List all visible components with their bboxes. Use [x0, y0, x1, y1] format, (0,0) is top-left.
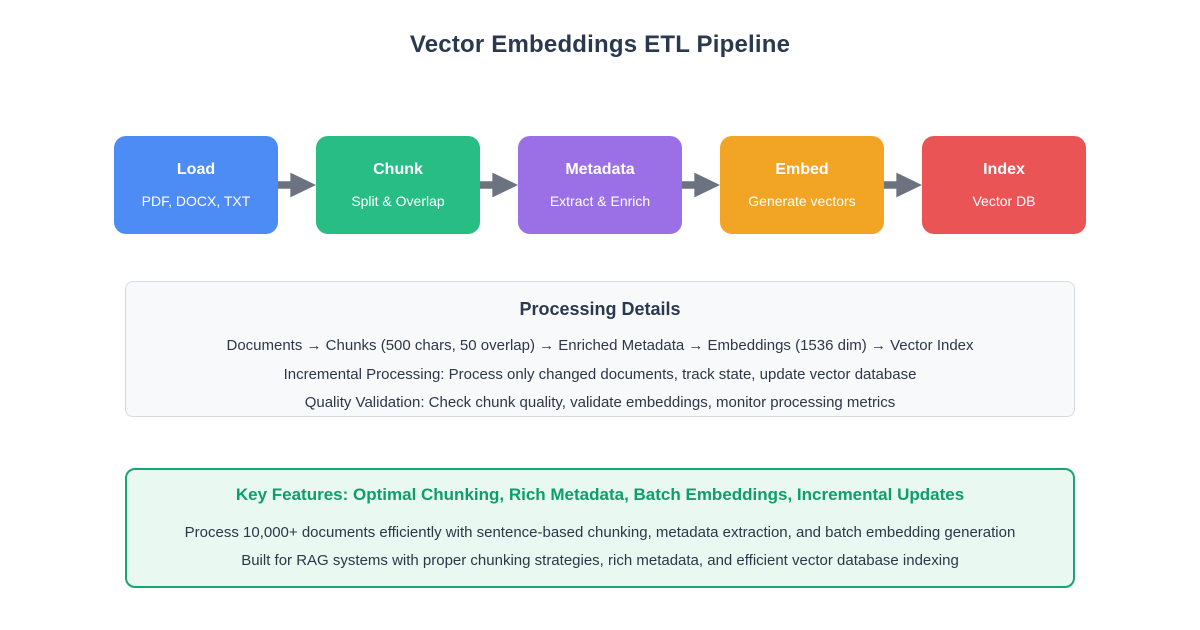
arrow-right-icon	[480, 162, 518, 208]
pipeline-stage-metadata: Metadata Extract & Enrich	[518, 136, 682, 234]
pipeline-stage-index: Index Vector DB	[922, 136, 1086, 234]
processing-details-heading: Processing Details	[519, 299, 681, 319]
stage-label: Load	[176, 161, 216, 178]
quality-validation-line: Quality Validation: Check chunk quality,…	[304, 394, 896, 411]
processing-flow-line: Documents → Chunks (500 chars, 50 overla…	[226, 337, 974, 354]
stage-subtitle: Split & Overlap	[351, 193, 445, 209]
key-features-panel: Key Features: Optimal Chunking, Rich Met…	[125, 468, 1075, 588]
stage-label: Chunk	[373, 161, 423, 178]
stage-subtitle: Extract & Enrich	[549, 193, 651, 209]
pipeline-flow: Load PDF, DOCX, TXT Chunk Split & Overla…	[0, 136, 1200, 234]
stage-label: Index	[983, 161, 1025, 178]
pipeline-stage-chunk: Chunk Split & Overlap	[316, 136, 480, 234]
features-line-2: Built for RAG systems with proper chunki…	[241, 552, 959, 569]
stage-subtitle: Vector DB	[972, 193, 1036, 209]
features-line-1: Process 10,000+ documents efficiently wi…	[184, 524, 1016, 541]
key-features-heading: Key Features: Optimal Chunking, Rich Met…	[235, 485, 965, 504]
stage-subtitle: PDF, DOCX, TXT	[141, 193, 251, 209]
processing-details-panel: Processing Details Documents → Chunks (5…	[125, 281, 1075, 417]
pipeline-stage-load: Load PDF, DOCX, TXT	[114, 136, 278, 234]
stage-label: Embed	[775, 161, 829, 178]
page-title: Vector Embeddings ETL Pipeline	[409, 31, 791, 58]
stage-label: Metadata	[565, 161, 635, 178]
stage-subtitle: Generate vectors	[748, 193, 856, 209]
incremental-processing-line: Incremental Processing: Process only cha…	[283, 365, 917, 383]
arrow-right-icon	[682, 162, 720, 208]
pipeline-stage-embed: Embed Generate vectors	[720, 136, 884, 234]
arrow-right-icon	[884, 162, 922, 208]
arrow-right-icon	[278, 162, 316, 208]
